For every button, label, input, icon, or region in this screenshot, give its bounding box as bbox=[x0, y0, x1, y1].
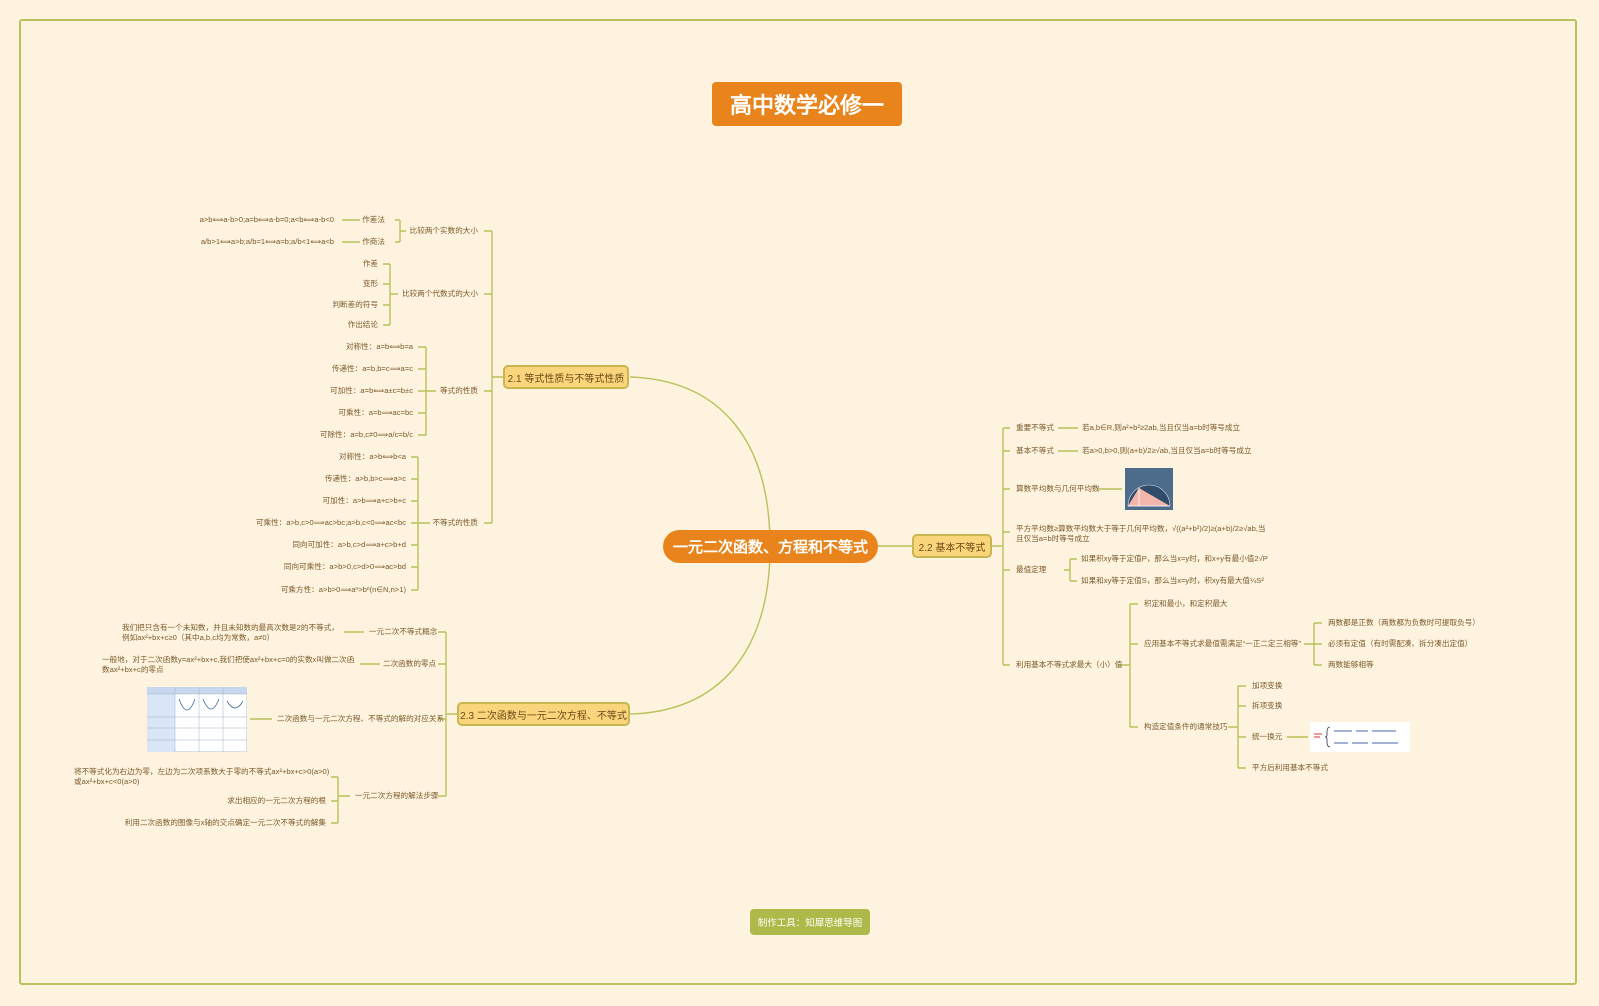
node-technique[interactable]: 拆项变换 bbox=[1252, 701, 1283, 710]
node-zero-point-text: 一般地，对于二次函数y=ax²+bx+c,我们把使ax²+bx+c=0的实数x叫… bbox=[102, 655, 355, 675]
node-technique[interactable]: 平方后利用基本不等式 bbox=[1252, 763, 1328, 772]
link-center-b3 bbox=[629, 547, 771, 715]
node-important-ineq-value: 若a,b∈R,则a²+b²≥2ab,当且仅当a=b时等号成立 bbox=[1082, 423, 1241, 432]
node-use-basic-ineq[interactable]: 利用基本不等式求最大（小）值 bbox=[1016, 660, 1123, 669]
map-title: 高中数学必修一 bbox=[712, 82, 902, 126]
node-correspondence[interactable]: 二次函数与一元二次方程、不等式的解的对应关系 bbox=[277, 714, 445, 723]
node-ineq-prop[interactable]: 可乘性：a>b,c>0⟹ac>bc;a>b,c<0⟹ac<bc bbox=[255, 518, 406, 527]
node-eq-prop[interactable]: 可除性：a=b,c≠0⟹a/c=b/c bbox=[319, 430, 413, 439]
made-with-badge[interactable]: 制作工具：知犀思维导图 bbox=[750, 909, 870, 935]
node-quadratic-ineq-concept[interactable]: 一元二次不等式概念 bbox=[369, 627, 438, 636]
node-step[interactable]: 判断差的符号 bbox=[332, 300, 378, 309]
central-topic[interactable]: 一元二次函数、方程和不等式 bbox=[663, 530, 878, 563]
branch-2-1[interactable]: 2.1 等式性质与不等式性质 bbox=[503, 365, 629, 389]
node-square-mean[interactable]: 平方平均数≥算数平均数大于等于几何平均数，√((a²+b²)/2)≥(a+b)/… bbox=[1016, 524, 1266, 544]
correspondence-table-image bbox=[147, 687, 247, 752]
node-diff-method[interactable]: 作差法 bbox=[362, 215, 385, 224]
canvas-frame bbox=[19, 19, 1577, 985]
node-equality-props[interactable]: 等式的性质 bbox=[440, 386, 478, 395]
node-compare-algebraic[interactable]: 比较两个代数式的大小 bbox=[402, 289, 478, 298]
means-diagram-image bbox=[1125, 468, 1173, 510]
node-ineq-prop[interactable]: 可乘方性：a>b>0⟹aⁿ>bⁿ(n∈N,n>1) bbox=[280, 585, 406, 594]
node-basic-ineq[interactable]: 基本不等式 bbox=[1016, 446, 1054, 455]
node-means[interactable]: 算数平均数与几何平均数 bbox=[1016, 484, 1100, 493]
node-compare-real[interactable]: 比较两个实数的大小 bbox=[409, 226, 478, 235]
node-zero-point[interactable]: 二次函数的零点 bbox=[383, 659, 437, 668]
node-ineq-prop[interactable]: 同向可乘性：a>b>0,c>d>0⟹ac>bd bbox=[283, 562, 406, 571]
node-quotient-method-value: a/b>1⟺a>b;a/b=1⟺a=b;a/b<1⟺a<b bbox=[200, 237, 334, 246]
node-step[interactable]: 作出结论 bbox=[347, 320, 378, 329]
node-ineq-prop[interactable]: 传递性：a>b,b>c⟹a>c bbox=[324, 474, 406, 483]
node-solution-step[interactable]: 利用二次函数的图像与x轴的交点确定一元二次不等式的解集 bbox=[124, 818, 326, 827]
node-eq-prop[interactable]: 传递性：a=b,b=c⟹a=c bbox=[331, 364, 413, 373]
node-step[interactable]: 变形 bbox=[362, 279, 378, 288]
node-eq-prop[interactable]: 对称性：a=b⟺b=a bbox=[345, 342, 413, 351]
branch-2-3[interactable]: 2.3 二次函数与一元二次方程、不等式 bbox=[457, 702, 630, 726]
node-extreme-max[interactable]: 如果和xy等于定值S，那么当x=y时，积xy有最大值¼S² bbox=[1081, 576, 1264, 585]
node-technique[interactable]: 统一换元 bbox=[1252, 732, 1283, 741]
node-three-conditions[interactable]: 应用基本不等式求最值需满足“一正二定三相等” bbox=[1144, 639, 1301, 648]
node-ineq-prop[interactable]: 可加性：a>b⟹a+c>b+c bbox=[322, 496, 407, 505]
node-step[interactable]: 作差 bbox=[362, 259, 378, 268]
node-ineq-prop[interactable]: 对称性：a>b⟺b<a bbox=[338, 452, 406, 461]
node-concept-text: 我们把只含有一个未知数，并且未知数的最高次数是2的不等式，例如ax²+bx+c≥… bbox=[122, 623, 339, 643]
node-techniques[interactable]: 构造定值条件的通常技巧 bbox=[1144, 722, 1228, 731]
link-center-b1 bbox=[629, 376, 771, 547]
node-diff-method-value: a>b⟺a-b>0;a=b⟺a-b=0;a<b⟺a-b<0 bbox=[199, 215, 334, 224]
node-eq-prop[interactable]: 可乘性：a=b⟹ac=bc bbox=[338, 408, 413, 417]
node-technique[interactable]: 加项变换 bbox=[1252, 681, 1283, 690]
substitution-note-image bbox=[1310, 722, 1410, 752]
node-important-ineq[interactable]: 重要不等式 bbox=[1016, 423, 1054, 432]
branch-2-2[interactable]: 2.2 基本不等式 bbox=[912, 534, 992, 558]
node-solution-step[interactable]: 将不等式化为右边为零，左边为二次项系数大于零的不等式ax²+bx+c>0(a>0… bbox=[74, 767, 330, 787]
node-eq-prop[interactable]: 可加性：a=b⟺a±c=b±c bbox=[330, 386, 413, 395]
node-condition[interactable]: 两数都是正数（两数都为负数时可提取负号） bbox=[1328, 618, 1480, 627]
node-quotient-method[interactable]: 作商法 bbox=[362, 237, 385, 246]
node-product-sum[interactable]: 积定和最小，和定积最大 bbox=[1144, 599, 1228, 608]
node-extreme-min[interactable]: 如果积xy等于定值P，那么当x=y时，和x+y有最小值2√P bbox=[1081, 554, 1268, 563]
node-extreme-theorem[interactable]: 最值定理 bbox=[1016, 565, 1047, 574]
node-solution-step[interactable]: 求出相应的一元二次方程的根 bbox=[227, 796, 326, 805]
node-condition[interactable]: 两数能够相等 bbox=[1328, 660, 1374, 669]
node-condition[interactable]: 必须有定值（有时需配凑、拆分凑出定值） bbox=[1328, 639, 1473, 648]
node-solution-steps[interactable]: 一元二次方程的解法步骤 bbox=[355, 791, 439, 800]
node-basic-ineq-value: 若a>0,b>0,则(a+b)/2≥√ab,当且仅当a=b时等号成立 bbox=[1082, 446, 1252, 455]
node-ineq-prop[interactable]: 同向可加性：a>b,c>d⟹a+c>b+d bbox=[292, 540, 406, 549]
node-inequality-props[interactable]: 不等式的性质 bbox=[432, 518, 478, 527]
